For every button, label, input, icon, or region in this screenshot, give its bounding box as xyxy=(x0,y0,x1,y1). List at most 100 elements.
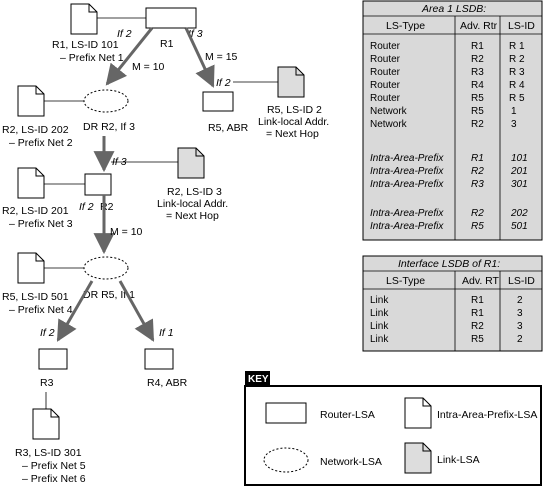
lsa-r1-101-line2: – Prefix Net 1 xyxy=(60,52,124,64)
intra-area-prefix-lsa-r3-301-icon xyxy=(32,408,60,440)
table-row: Router R2 R 2 xyxy=(370,54,525,65)
interface-lsdb-cell-advrt: R1 xyxy=(471,295,484,306)
area-lsdb-cell-advrtr: R5 xyxy=(471,221,484,232)
area-lsdb-cell-lsid: 101 xyxy=(511,153,528,164)
lsa-r5-2-line3: = Next Hop xyxy=(266,128,319,140)
network-lsa-dr-r5 xyxy=(83,256,129,280)
area-lsdb-cell-advrtr: R1 xyxy=(471,41,484,52)
lsa-r5-501-line1: R5, LS-ID 501 xyxy=(2,291,69,303)
area-lsdb-cell-advrtr: R5 xyxy=(471,106,484,117)
table-row: Router R3 R 3 xyxy=(370,67,525,78)
interface-lsdb-title: Interface LSDB of R1: xyxy=(398,258,500,270)
area-lsdb-cell-advrtr: R2 xyxy=(471,119,484,130)
interface-lsdb-header-lsid: LS-ID xyxy=(508,275,535,287)
key-intra-area-prefix-lsa-label: Intra-Area-Prefix-LSA xyxy=(437,409,537,421)
table-row: Network R2 3 xyxy=(370,119,517,130)
router-r1-label: R1 xyxy=(160,38,174,50)
lsa-r2-3-line2: Link-local Addr. xyxy=(157,198,228,210)
table-row: Link R2 3 xyxy=(370,321,523,332)
area-lsdb-cell-lstype: Intra-Area-Prefix xyxy=(370,166,444,177)
area-lsdb-cell-advrtr: R3 xyxy=(471,179,484,190)
area-lsdb-cell-lstype: Intra-Area-Prefix xyxy=(370,153,444,164)
area-lsdb-cell-lstype: Intra-Area-Prefix xyxy=(370,179,444,190)
area-lsdb-header-lstype: LS-Type xyxy=(386,20,425,32)
key-link-lsa-icon xyxy=(404,442,432,474)
metric-r1-r5: M = 15 xyxy=(205,51,238,63)
area-lsdb-cell-lstype: Router xyxy=(370,54,401,65)
interface-lsdb-cell-lstype: Link xyxy=(370,295,389,306)
key-legend: KEY Router-LSA Network-LSA Intra-Area-Pr… xyxy=(244,371,542,486)
key-link-lsa-label: Link-LSA xyxy=(437,454,480,466)
metric-r1-dr: M = 10 xyxy=(132,61,165,73)
network-dr-r2-label: DR R2, If 3 xyxy=(83,121,135,133)
intra-area-prefix-lsa-r2-202-icon xyxy=(17,85,45,117)
area-lsdb-cell-lsid: 202 xyxy=(510,208,528,219)
area-lsdb-cell-lstype: Network xyxy=(370,106,408,117)
area-lsdb-cell-lsid: R 1 xyxy=(509,41,525,52)
interface-lsdb-cell-lsid: 3 xyxy=(517,321,523,332)
link-lsa-r2-3-icon xyxy=(177,147,205,179)
router-lsa-r3 xyxy=(38,348,68,370)
lsa-r2-3-line3: = Next Hop xyxy=(166,210,219,222)
key-network-lsa-icon xyxy=(263,447,309,473)
lsa-r5-501-line2: – Prefix Net 4 xyxy=(9,304,73,316)
table-row: Link R1 2 xyxy=(370,295,523,306)
area-lsdb-cell-lsid: 1 xyxy=(511,106,517,117)
r2-if2-label: If 2 xyxy=(79,201,94,213)
table-row: Intra-Area-Prefix R1 101 xyxy=(370,153,528,164)
router-r4-abr-label: R4, ABR xyxy=(147,377,188,389)
area-lsdb-cell-advrtr: R5 xyxy=(471,93,484,104)
area-lsdb-cell-lsid: R 2 xyxy=(509,54,525,65)
lsa-r2-202-line2: – Prefix Net 2 xyxy=(9,137,73,149)
key-network-lsa-label: Network-LSA xyxy=(320,456,382,468)
table-row: Router R1 R 1 xyxy=(370,41,525,52)
area-lsdb-cell-lstype: Router xyxy=(370,41,401,52)
area-lsdb-cell-lsid: 201 xyxy=(510,166,528,177)
lsa-r2-201-line1: R2, LS-ID 201 xyxy=(2,205,69,217)
table-row: Intra-Area-Prefix R3 301 xyxy=(370,179,528,190)
interface-lsdb-cell-lstype: Link xyxy=(370,334,389,345)
key-title: KEY xyxy=(248,374,269,385)
lsa-r5-2-line2: Link-local Addr. xyxy=(258,116,329,128)
interface-lsdb-cell-lsid: 2 xyxy=(517,334,523,345)
area-lsdb-cell-advrtr: R4 xyxy=(471,80,484,91)
table-row: Intra-Area-Prefix R2 202 xyxy=(370,208,528,219)
area-lsdb-cell-lstype: Network xyxy=(370,119,408,130)
table-row: Router R5 R 5 xyxy=(370,93,525,104)
area-lsdb-cell-lstype: Router xyxy=(370,67,401,78)
network-lsa-dr-r2 xyxy=(83,89,129,113)
intra-area-prefix-lsa-r2-201-icon xyxy=(17,167,45,199)
lsa-r3-301-line3: – Prefix Net 6 xyxy=(22,473,86,485)
area-lsdb-cell-lsid: 3 xyxy=(511,119,517,130)
area-lsdb-header-lsid: LS-ID xyxy=(508,20,535,32)
area-lsdb-header-advrtr: Adv. Rtr xyxy=(460,20,498,32)
interface-lsdb-header-lstype: LS-Type xyxy=(386,275,425,287)
area-lsdb-cell-advrtr: R3 xyxy=(471,67,484,78)
area-lsdb-cell-advrtr: R1 xyxy=(471,153,484,164)
area-lsdb-cell-lsid: R 5 xyxy=(509,93,525,104)
router-lsa-r2 xyxy=(84,173,112,196)
router-r5-abr-label: R5, ABR xyxy=(208,122,249,134)
key-intra-area-prefix-lsa-icon xyxy=(404,397,432,429)
area-lsdb-cell-advrtr: R2 xyxy=(471,208,484,219)
router-r2-label: R2 xyxy=(100,201,114,213)
table-row: Intra-Area-Prefix R2 201 xyxy=(370,166,528,177)
lsa-r2-3-line1: R2, LS-ID 3 xyxy=(167,186,222,198)
table-row: Link R1 3 xyxy=(370,308,523,319)
area-lsdb-cell-lstype: Intra-Area-Prefix xyxy=(370,208,444,219)
table-row: Intra-Area-Prefix R5 501 xyxy=(370,221,528,232)
router-r3-label: R3 xyxy=(40,377,54,389)
lsa-r2-201-line2: – Prefix Net 3 xyxy=(9,218,73,230)
intra-area-prefix-lsa-r5-501-icon xyxy=(17,252,45,284)
area-lsdb-cell-lstype: Router xyxy=(370,93,401,104)
area-lsdb-title: Area 1 LSDB: xyxy=(421,3,486,15)
area-1-lsdb-table: Area 1 LSDB: LS-Type Adv. Rtr LS-ID Rout… xyxy=(362,0,543,241)
r4-if1-label: If 1 xyxy=(159,327,174,339)
area-lsdb-cell-lsid: 301 xyxy=(511,179,528,190)
table-row: Router R4 R 4 xyxy=(370,80,525,91)
router-lsa-r1 xyxy=(145,7,197,29)
router-lsa-r5 xyxy=(202,91,234,112)
lsa-r3-301-line1: R3, LS-ID 301 xyxy=(15,447,82,459)
area-lsdb-cell-lsid: 501 xyxy=(511,221,528,232)
